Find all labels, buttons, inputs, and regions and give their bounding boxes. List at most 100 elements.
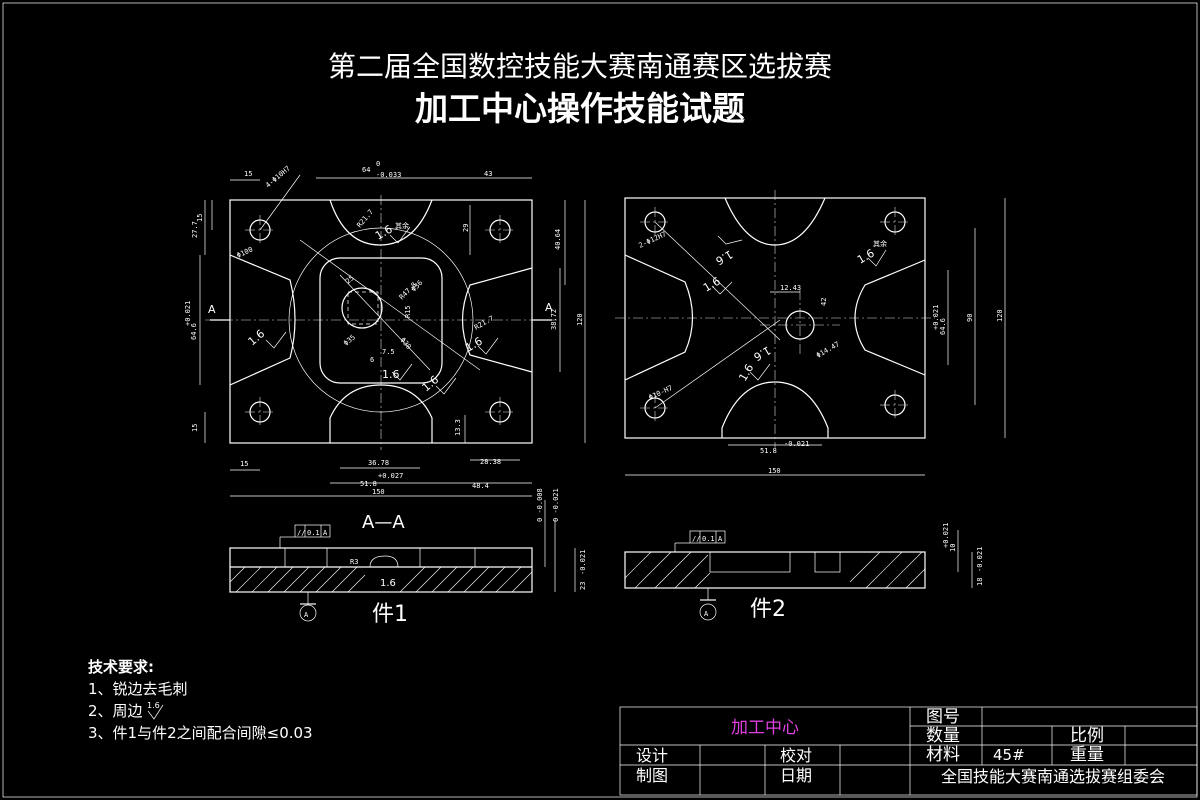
svg-text:-0.021: -0.021 — [579, 550, 587, 575]
p2-dim-phi-center: Φ14.47 — [815, 340, 841, 360]
title-block-scale: 比例 — [1070, 726, 1104, 746]
part1-section-mark-right: A — [545, 301, 553, 314]
tech-req-heading: 技术要求: — [88, 658, 154, 676]
title-line2: 加工中心操作技能试题 — [415, 89, 745, 128]
title-block-org: 全国技能大赛南通选拔赛组委会 — [941, 767, 1165, 786]
part2-top-view: 2-Φ12H7 Φ10-H7 12.43 42 Φ14.47 64.6 +0.0… — [615, 190, 1006, 476]
p1-dim-top-center-tol-dn: -0.033 — [376, 171, 401, 179]
svg-text:0.1: 0.1 — [702, 535, 715, 543]
part1-roughness-symbols: 1.6 1.6 1.6 1.6 1.6 其余 — [246, 221, 499, 395]
p1-dim-bottom-15: 15 — [240, 460, 248, 468]
p2-dim-51-8-tol: -0.021 — [784, 440, 809, 448]
p2-dim-90: 90 — [966, 314, 974, 322]
p1-dim-bottom-51: 51.8 — [360, 480, 377, 488]
svg-text:1.6: 1.6 — [380, 578, 396, 589]
p1-dim-38-72: 38.72 — [550, 309, 558, 330]
p1-dim-120: 120 — [576, 313, 584, 326]
p1-dim-40-64: 40.64 — [554, 229, 562, 250]
svg-text:A: A — [304, 611, 309, 619]
title-block-draw: 制图 — [636, 766, 668, 785]
p1-dim-r-right: R21.7 — [473, 314, 495, 331]
p1-dim-left-64-tol: +0.021 — [184, 301, 192, 326]
svg-text:1.6: 1.6 — [701, 275, 723, 295]
svg-text:+0.021: +0.021 — [942, 523, 950, 548]
svg-text:1.6: 1.6 — [751, 343, 773, 363]
p2-dim-hole1: 2-Φ12H7 — [637, 230, 667, 250]
p1-dim-top-center: 64 — [362, 166, 370, 174]
p1-dim-13-3: 13.3 — [454, 419, 462, 436]
p1-dim-inner-r15: R15 — [404, 305, 412, 318]
part1-inner-square — [319, 257, 443, 384]
part2-bottom-slot — [721, 381, 829, 438]
svg-text:10: 10 — [949, 544, 957, 552]
part1-center-bore — [341, 287, 383, 329]
tech-req-item2: 2、周边 — [88, 702, 143, 720]
p2-dim-42: 42 — [820, 298, 828, 306]
svg-text:1.6: 1.6 — [713, 247, 735, 267]
p2-dim-64-6: 64.6 — [939, 318, 947, 335]
svg-text:-0.021: -0.021 — [976, 547, 984, 572]
roughness-check-icon — [147, 704, 164, 720]
p2-dim-51-8: 51.8 — [760, 447, 777, 455]
title-block-weight: 重量 — [1070, 745, 1104, 765]
svg-text:其余: 其余 — [873, 239, 887, 248]
p1-dim-inner-25: 25 — [344, 274, 356, 286]
p1-dim-29: 29 — [462, 224, 470, 232]
svg-text:1.6: 1.6 — [246, 327, 268, 348]
part2-label: 件2 — [750, 597, 786, 622]
svg-text:0 -0.008: 0 -0.008 — [536, 488, 544, 522]
p2-dim-150: 150 — [768, 467, 781, 475]
tech-requirements: 技术要求: 1、锐边去毛刺 2、周边 1.6 3、件1与件2之间配合间隙≤0.0… — [88, 658, 313, 742]
title-block-material: 材料 — [926, 745, 960, 765]
tech-req-rough: 1.6 — [147, 701, 160, 710]
title-block-check: 校对 — [780, 746, 812, 765]
svg-text:1.6: 1.6 — [382, 368, 400, 381]
svg-text:其余: 其余 — [395, 221, 409, 230]
part2-datum-marker — [699, 603, 717, 621]
p1-dim-left-15-bottom: 15 — [191, 424, 199, 432]
svg-text:18: 18 — [976, 578, 984, 586]
part1-section-hatch — [229, 566, 533, 593]
p1-dim-left-15: 15 — [196, 214, 204, 222]
p1-dim-top-center-tol: 0 — [376, 160, 380, 168]
part1-gdt-frame — [294, 524, 331, 538]
part1-corner-holes — [245, 215, 515, 427]
title-block-quantity: 数量 — [926, 726, 960, 746]
svg-text:1.6: 1.6 — [736, 362, 756, 384]
p1-dim-left-27: 27.7 — [191, 221, 199, 238]
p1-dim-bottom-tol: +0.027 — [378, 472, 403, 480]
p1-dim-28-38: 28.38 — [480, 458, 501, 466]
svg-text:A: A — [323, 529, 328, 537]
p1-dim-bottom-48: 48.4 — [472, 482, 489, 490]
p2-dim-120: 120 — [996, 309, 1004, 322]
p2-dim-64-6-tol: +0.021 — [932, 305, 940, 330]
p1-dim-bottom-150: 150 — [372, 488, 385, 496]
title-block: 加工中心 图号 数量 比例 材料 45# 重量 设计 校对 制图 日期 全国技能… — [619, 706, 1198, 796]
title-block-material-val: 45# — [993, 746, 1025, 764]
part2-top-slot — [724, 197, 826, 246]
part1-section-mark-left: A — [208, 303, 216, 316]
part1-bottom-slot — [329, 384, 433, 443]
p1-dim-bottom-36: 36.78 — [368, 459, 389, 467]
svg-text://: // — [692, 535, 700, 543]
part1-pocket-arc — [288, 227, 474, 413]
part1-top-slot — [329, 199, 433, 246]
part2-section-view: // 0.1 A 10 +0.021 18 -0.021 A 件2 — [624, 523, 984, 622]
p1-dim-inner-phi: Φ35 — [342, 333, 357, 347]
p1-dim-r-top: R21.7 — [355, 208, 375, 229]
p1-dim-hole-top: 4-Φ10H7 — [264, 164, 292, 189]
part1-label: 件1 — [372, 602, 408, 627]
p1-dim-inner-r21: Φ30 — [398, 336, 412, 351]
part2-section-hatch — [624, 551, 926, 589]
part1-center-key — [347, 291, 379, 325]
svg-text:0 -0.021: 0 -0.021 — [552, 488, 560, 522]
title-block-design: 设计 — [636, 746, 668, 765]
part1-top-view: A A 15 64 0 -0.033 43 4-Φ10H7 15 27.7 64… — [184, 160, 586, 497]
part1-right-slot — [461, 267, 533, 373]
p1-dim-left-64: 64.6 — [190, 323, 198, 340]
part1-left-slot — [229, 254, 296, 386]
p2-dim-12-43: 12.43 — [780, 284, 801, 292]
title-block-name: 加工中心 — [731, 718, 799, 737]
